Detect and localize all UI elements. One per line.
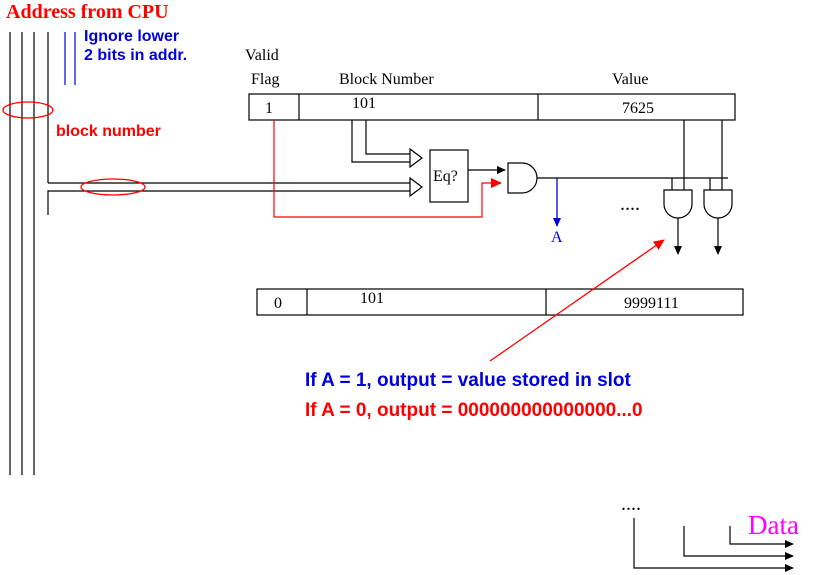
output-and-gate-1 — [663, 189, 693, 219]
signal-a-label: A — [551, 229, 563, 246]
slot-1-valid: 1 — [265, 100, 273, 117]
header-valid: Valid — [245, 47, 279, 64]
header-block-number: Block Number — [339, 71, 434, 88]
data-label: Data — [748, 510, 799, 540]
explanation-pointer-arrow — [489, 239, 665, 362]
output-and-gate-2 — [703, 189, 733, 219]
block-number-bits-ellipse — [2, 101, 54, 119]
gates-ellipsis: .... — [620, 193, 640, 215]
data-ellipsis: .... — [621, 493, 641, 515]
slot-1-block: 101 — [352, 95, 376, 112]
slot-2-value: 9999111 — [624, 295, 679, 312]
note-a-equals-1: If A = 1, output = value stored in slot — [305, 370, 632, 391]
diagram-title: Address from CPU — [6, 1, 169, 23]
address-block-arrow — [409, 176, 423, 198]
slot-block-wires — [351, 120, 410, 163]
block-number-label: block number — [56, 123, 161, 140]
data-output-wires — [633, 518, 794, 572]
comparator-label: Eq? — [433, 168, 458, 185]
value-bit-wires — [671, 120, 723, 190]
slot-2-block: 101 — [360, 290, 384, 307]
note-a-equals-0: If A = 0, output = 000000000000000...0 — [305, 400, 643, 421]
ignored-low-bits — [64, 32, 76, 85]
comparator-box — [429, 149, 469, 203]
address-block-ellipse — [80, 178, 146, 196]
address-block-wires — [47, 182, 410, 215]
header-flag: Flag — [251, 71, 279, 88]
cache-slot-1: 1 101 7625 — [248, 93, 736, 121]
slot-1-value: 7625 — [622, 100, 654, 117]
cache-slot-2: 0 101 9999111 — [256, 288, 744, 316]
valid-flag-wire — [273, 120, 502, 218]
header-value: Value — [612, 71, 648, 88]
ignore-lower-label-2: 2 bits in addr. — [84, 47, 187, 64]
and-gate — [507, 162, 538, 194]
ignore-lower-label: Ignore lower — [84, 28, 179, 45]
slot-block-arrow — [409, 147, 423, 169]
slot-2-valid: 0 — [274, 295, 282, 312]
address-bus — [9, 32, 49, 475]
